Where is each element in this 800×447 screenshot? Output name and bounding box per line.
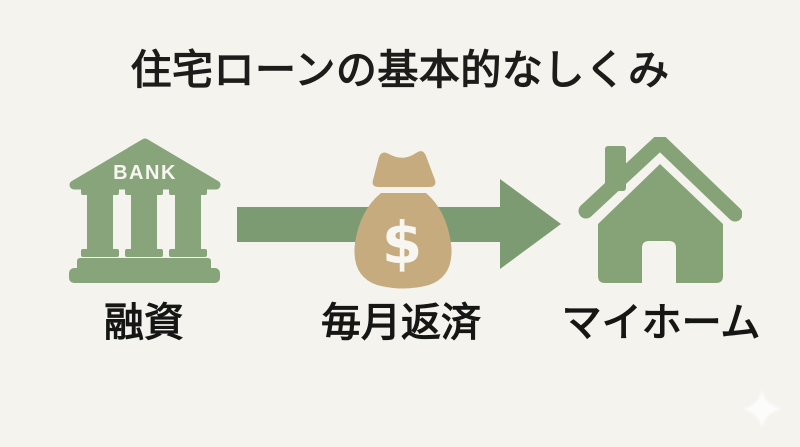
page-title: 住宅ローンの基本的なしくみ — [130, 46, 670, 94]
sparkle-icon — [742, 389, 782, 429]
house-body — [598, 164, 723, 283]
money-bag-knot — [372, 151, 436, 187]
bank-sign-text: BANK — [113, 162, 177, 184]
bank-column-shaft — [175, 192, 201, 253]
bank-building-icon: BANK — [69, 138, 221, 283]
bank-column-base — [125, 249, 163, 257]
bank-column-shaft — [87, 192, 113, 253]
bank-pediment — [69, 138, 221, 190]
money-bag-icon: $ — [354, 151, 452, 289]
bank-column-base — [81, 249, 119, 257]
sparkle-shape — [742, 389, 782, 429]
bank-step-lower — [69, 268, 220, 283]
house-door — [642, 241, 676, 283]
money-bag-body — [354, 193, 452, 289]
bank-column-base — [169, 249, 207, 257]
bank-column-shaft — [131, 192, 157, 253]
bank-step-upper — [77, 258, 211, 271]
dollar-sign: $ — [382, 209, 422, 277]
repayment-label: 毎月返済 — [321, 300, 481, 346]
home-label: マイホーム — [561, 300, 761, 346]
house-icon — [578, 137, 742, 283]
bank-label: 融資 — [104, 300, 184, 346]
house-roof — [578, 137, 742, 222]
